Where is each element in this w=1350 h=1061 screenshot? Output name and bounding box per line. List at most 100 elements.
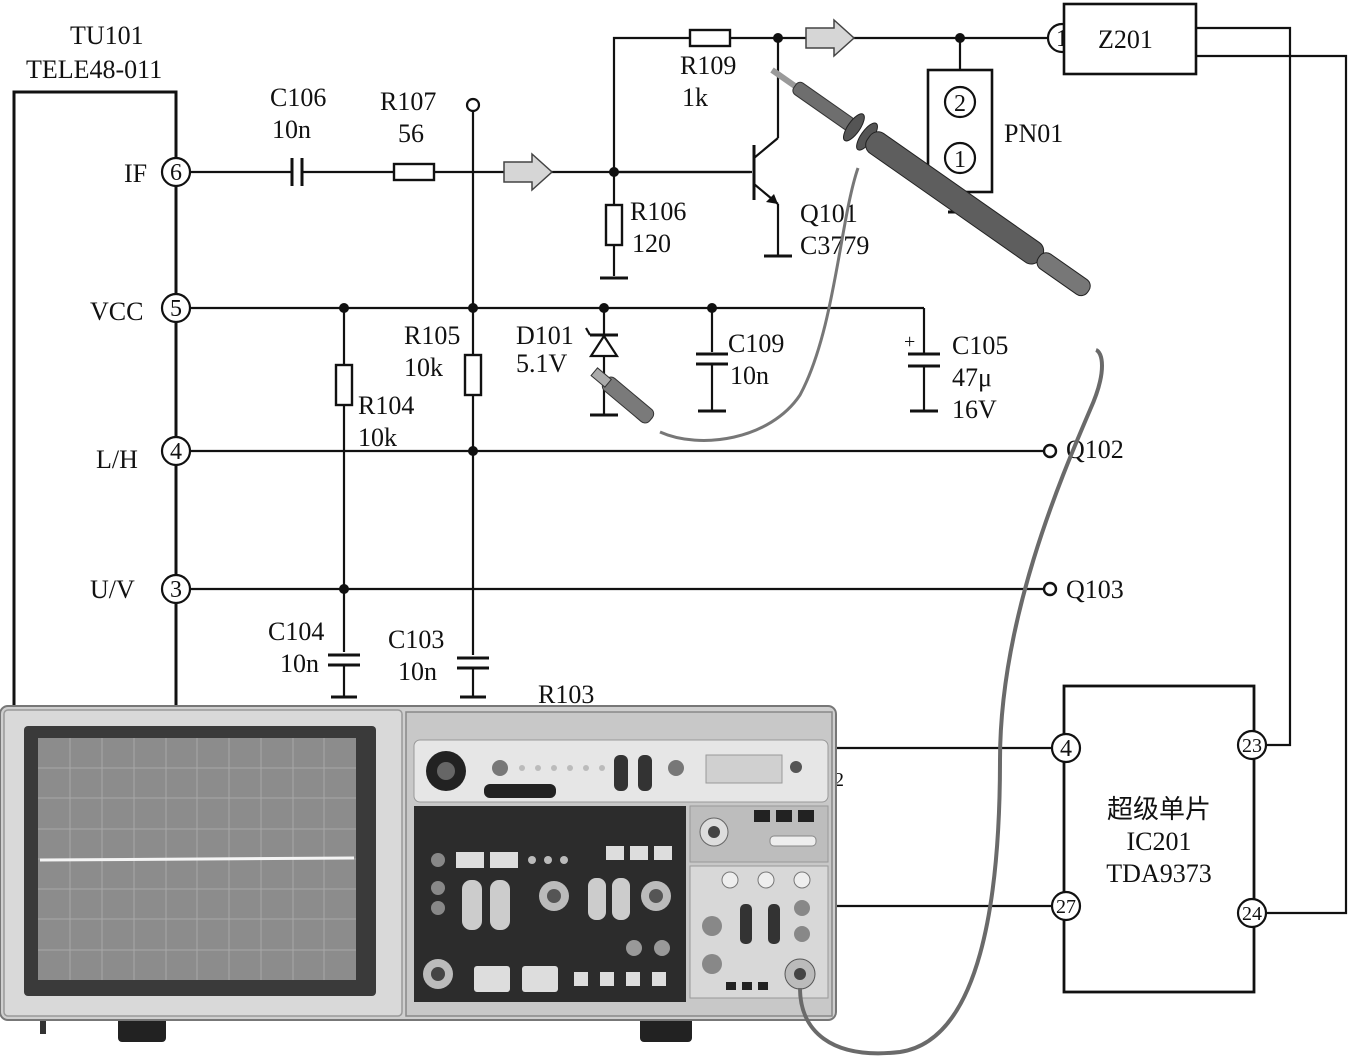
- tuner-outline: [12, 90, 178, 720]
- button[interactable]: [522, 966, 558, 992]
- ic201-pin-23: 23: [1242, 735, 1262, 757]
- pn01-pin-2: 2: [954, 91, 966, 117]
- if-line: [190, 152, 750, 192]
- tuner-part: TELE48-011: [26, 55, 162, 84]
- r104-ref: R104: [358, 391, 414, 420]
- intensity-knob[interactable]: [492, 760, 508, 776]
- signal-arrow-icon: [805, 18, 856, 58]
- pin-number: 3: [170, 577, 182, 603]
- tuner-pin-uv: U/V 3: [90, 573, 192, 605]
- c105-cap: +: [904, 308, 940, 413]
- z201-body: [1062, 2, 1198, 76]
- pin-number: 5: [170, 296, 182, 322]
- ic201-desc: 超级单片: [1107, 795, 1211, 825]
- pn01-pin-1: 1: [954, 147, 966, 173]
- c103: C103 10n: [388, 625, 444, 686]
- c104: C104 10n: [268, 617, 324, 678]
- slide-switch[interactable]: [490, 880, 510, 930]
- scope-trace: [39, 856, 355, 862]
- indicator-dots: [519, 765, 605, 771]
- r105: R105 10k: [404, 321, 460, 382]
- c104-value: 10n: [280, 649, 319, 678]
- c105-polarity: +: [904, 331, 915, 353]
- ic201-pin-24: 24: [1242, 903, 1262, 925]
- vcc-rail: [190, 303, 924, 313]
- r109-body: [688, 28, 732, 48]
- r103-label: R103: [538, 680, 594, 709]
- fragment-label: 2: [834, 769, 844, 791]
- r106-value: 120: [632, 229, 671, 258]
- ground-lead: [659, 167, 860, 442]
- scope-display-window: [705, 754, 783, 784]
- oscilloscope: [0, 705, 837, 1042]
- r105-ref: R105: [404, 321, 460, 350]
- d101-ref: D101: [516, 321, 574, 350]
- d101-value: 5.1V: [516, 349, 568, 378]
- r105-body: [463, 353, 483, 397]
- pin-label-vcc: VCC: [90, 297, 143, 326]
- ic201-ref: IC201: [1127, 827, 1192, 856]
- ic201-body: [1062, 684, 1256, 994]
- r105-value: 10k: [404, 353, 443, 382]
- c109-ref: C109: [728, 329, 784, 358]
- r104-value: 10k: [358, 423, 397, 452]
- r109-value: 1k: [682, 83, 708, 112]
- pin-number: 4: [170, 439, 182, 465]
- r107-value: 56: [398, 119, 424, 148]
- ic201-part: TDA9373: [1106, 859, 1211, 888]
- signal-arrow-icon: [503, 152, 554, 192]
- c109-cap: [696, 308, 728, 413]
- pn01-ref: PN01: [1004, 119, 1063, 148]
- r107-ref: R107: [380, 87, 436, 116]
- button[interactable]: [490, 852, 518, 868]
- probe[interactable]: [589, 57, 1104, 1056]
- z201-ref: Z201: [1098, 25, 1153, 54]
- tuner-tu101: TU101 TELE48-011: [12, 21, 178, 720]
- slide-switch[interactable]: [588, 878, 606, 920]
- calibrator-slot: [484, 784, 556, 798]
- ic201: 超级单片 IC201 TDA9373 4 27 23 24: [1050, 684, 1268, 994]
- probe-cable: [798, 348, 1104, 1056]
- ic201-pin-4: 4: [1060, 736, 1072, 762]
- c105-ref: C105: [952, 331, 1008, 360]
- c105-rating: 16V: [952, 395, 997, 424]
- r109: R109 1k: [680, 51, 736, 112]
- r106: R106 120: [630, 197, 686, 258]
- focus-knob[interactable]: [668, 760, 684, 776]
- d101: D101 5.1V: [516, 321, 574, 378]
- tuner-pin-if: IF 6: [124, 156, 192, 188]
- toggle-switch-b[interactable]: [638, 755, 652, 791]
- c109: C109 10n: [728, 329, 784, 390]
- button[interactable]: [474, 966, 510, 992]
- r106-body: [604, 203, 624, 247]
- q101-value: C3779: [800, 231, 869, 260]
- r109-ref: R109: [680, 51, 736, 80]
- r107: R107 56: [380, 87, 436, 148]
- q101: Q101 C3779: [800, 199, 869, 260]
- r106-ref: R106: [630, 197, 686, 226]
- slide-switch[interactable]: [462, 880, 482, 930]
- timebase-knob[interactable]: [702, 916, 722, 936]
- c103-value: 10n: [398, 657, 437, 686]
- tuner-pin-vcc: VCC 5: [90, 292, 192, 326]
- slide-switch[interactable]: [612, 878, 630, 920]
- pin-label-uv: U/V: [90, 575, 135, 604]
- c106-ref: C106: [270, 83, 326, 112]
- c106-value: 10n: [272, 115, 311, 144]
- button[interactable]: [456, 852, 484, 868]
- c105: C105 47μ 16V: [952, 331, 1008, 424]
- probe-body-icon: [770, 67, 1091, 297]
- pin-label-lh: L/H: [96, 445, 138, 474]
- r104: R104 10k: [358, 391, 414, 452]
- c105-value: 47μ: [952, 363, 992, 392]
- ic201-pin-27: 27: [1056, 896, 1076, 918]
- toggle-switch-a[interactable]: [614, 755, 628, 791]
- c109-value: 10n: [730, 361, 769, 390]
- ground-clip-icon: [590, 367, 655, 424]
- q101-transistor: [614, 38, 792, 258]
- d101-zener: [585, 308, 620, 417]
- r107-body: [392, 162, 436, 182]
- z201: 1 Z201: [1046, 2, 1348, 915]
